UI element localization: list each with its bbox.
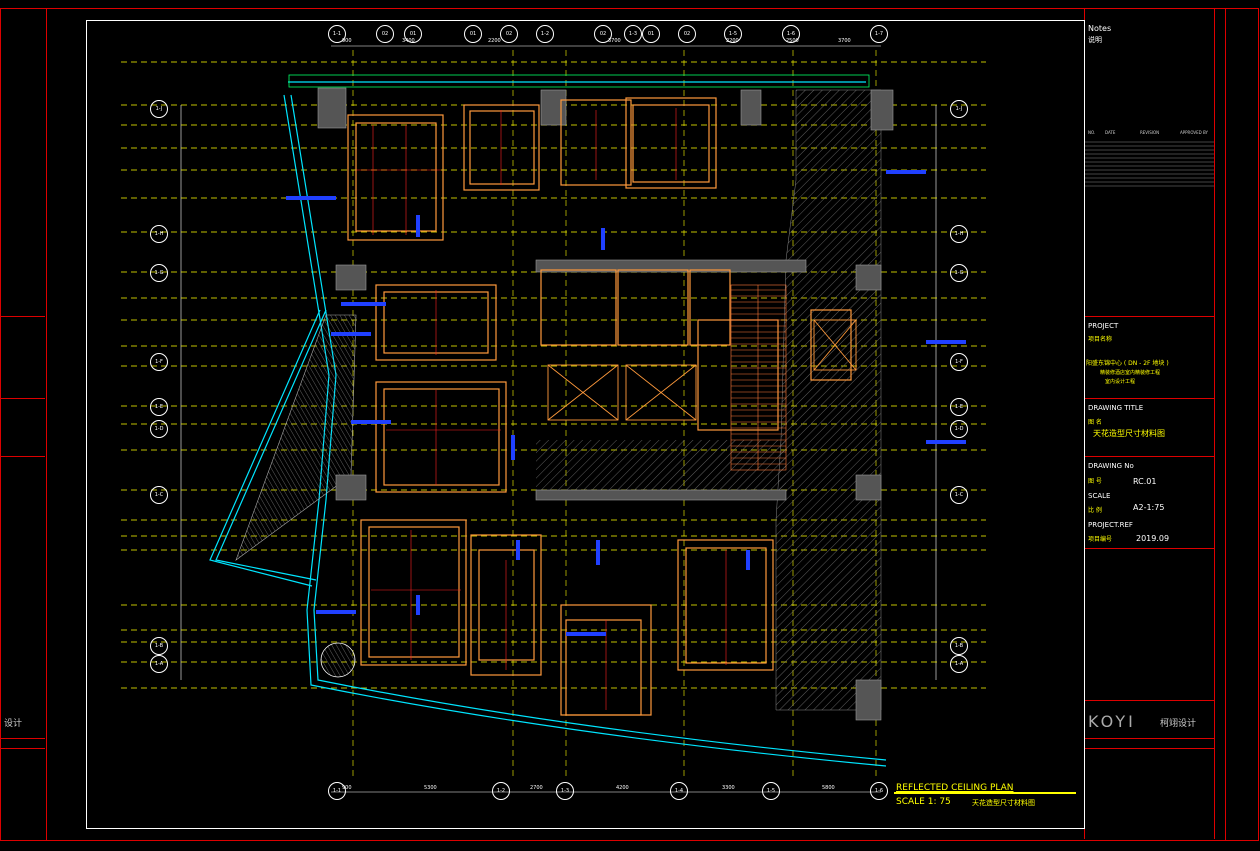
project-name-3: 室内设计工程 <box>1105 379 1136 385</box>
axis-bubble[interactable]: 1-1 <box>328 25 346 43</box>
axis-bubble[interactable]: 02 <box>594 25 612 43</box>
plan-title: REFLECTED CEILING PLAN <box>896 783 1014 793</box>
rev-col-revision: REVISION <box>1140 130 1160 135</box>
dim-text: 2500 <box>786 38 799 44</box>
dim-text: 3700 <box>838 38 851 44</box>
dim-text: 2200 <box>726 38 739 44</box>
right-margin-border <box>1225 8 1259 841</box>
axis-bubble[interactable]: 1-3 <box>624 25 642 43</box>
axis-bubble[interactable]: 1-2 <box>536 25 554 43</box>
scale-label: SCALE <box>1088 492 1111 500</box>
axis-bubble[interactable]: 1-C <box>950 486 968 504</box>
axis-bubble[interactable]: 1-B <box>150 637 168 655</box>
axis-bubble[interactable]: 1-A <box>150 655 168 673</box>
top-dimensions: 900 3400 2200 3700 2200 2500 3700 <box>86 38 1085 48</box>
dim-text: 5800 <box>822 785 835 791</box>
axis-bubble[interactable]: 1-6 <box>782 25 800 43</box>
axis-bubble[interactable]: 02 <box>678 25 696 43</box>
project-name-1: 阳盛东锦中心 ( DN - 2F 地块 ) <box>1086 360 1169 367</box>
rev-col-date: DATE <box>1105 130 1116 135</box>
axis-bubble[interactable]: 1-C <box>150 486 168 504</box>
bottom-dimensions: 900 5300 2700 4200 3300 5800 <box>86 785 1085 795</box>
dim-text: 2200 <box>488 38 501 44</box>
dim-text: 3300 <box>722 785 735 791</box>
dim-text: 3400 <box>402 38 415 44</box>
scale-label-cn: 比 例 <box>1088 507 1102 514</box>
axis-bubble[interactable]: 1-J <box>950 100 968 118</box>
dim-text: 900 <box>342 785 352 791</box>
axis-bubble[interactable]: 02 <box>500 25 518 43</box>
axis-bubble[interactable]: 1-F <box>150 353 168 371</box>
axis-bubble[interactable]: 1-D <box>150 420 168 438</box>
axis-bubble[interactable]: 1-2 <box>492 782 510 800</box>
drawing-title-label: DRAWING TITLE <box>1088 404 1144 412</box>
axis-bubble[interactable]: 1-E <box>950 398 968 416</box>
axis-bubble[interactable]: 1-F <box>950 353 968 371</box>
axis-bubble[interactable]: 1-B <box>950 637 968 655</box>
axis-bubble[interactable]: 1-G <box>150 264 168 282</box>
drawing-title-label-cn: 图 名 <box>1088 419 1102 426</box>
dim-text: 2700 <box>530 785 543 791</box>
left-axis-labels: 1-J 1-H 1-G 1-F 1-E 1-D 1-C 1-B 1-A <box>150 0 170 851</box>
axis-bubble[interactable]: 1-1 <box>328 782 346 800</box>
drawing-no-value: RC.01 <box>1133 477 1157 486</box>
dim-text: 4200 <box>616 785 629 791</box>
axis-bubble[interactable]: 1-H <box>150 225 168 243</box>
plan-scale: SCALE 1: 75 <box>896 797 951 807</box>
axis-bubble[interactable]: 1-D <box>950 420 968 438</box>
drawing-title-value: 天花造型尺寸材料图 <box>1093 429 1165 438</box>
axis-bubble[interactable]: 01 <box>404 25 422 43</box>
axis-bubble[interactable]: 1-7 <box>870 25 888 43</box>
axis-bubble[interactable]: 1-3 <box>556 782 574 800</box>
axis-bubble[interactable]: 1-J <box>150 100 168 118</box>
axis-bubble[interactable]: 1-5 <box>762 782 780 800</box>
dim-text: 900 <box>342 38 352 44</box>
drawing-no-label: DRAWING No <box>1088 462 1134 470</box>
rev-col-no: NO. <box>1088 130 1096 135</box>
outer-border <box>0 8 47 841</box>
axis-bubble[interactable]: 1-5 <box>724 25 742 43</box>
axis-bubble[interactable]: 1-H <box>950 225 968 243</box>
axis-bubble[interactable]: 1-G <box>950 264 968 282</box>
drawing-viewport[interactable] <box>86 20 1085 829</box>
project-label-cn: 项目名称 <box>1088 336 1113 343</box>
revision-table-rows <box>1085 141 1214 187</box>
bottom-axis-labels: 1-1 1-2 1-3 1-4 1-5 1-6 <box>86 782 1085 822</box>
right-axis-labels: 1-J 1-H 1-G 1-F 1-E 1-D 1-C 1-B 1-A <box>950 0 970 851</box>
project-name-2: 精装修酒店室内精装修工程 <box>1100 370 1161 376</box>
axis-bubble[interactable]: 01 <box>464 25 482 43</box>
reflected-ceiling-plan[interactable] <box>86 20 1085 829</box>
axis-bubble[interactable]: 01 <box>642 25 660 43</box>
plan-title-cn: 天花造型尺寸材料图 <box>972 799 1035 807</box>
axis-bubble[interactable]: 1-4 <box>670 782 688 800</box>
top-axis-labels: 1-1 02 01 01 02 1-2 02 1-3 01 02 1-5 1-6… <box>86 20 1085 60</box>
brand-logo: KOYI <box>1088 712 1136 731</box>
dim-text: 3700 <box>608 38 621 44</box>
axis-bubble[interactable]: 02 <box>376 25 394 43</box>
drawing-no-label-cn: 图 号 <box>1088 478 1102 485</box>
project-label: PROJECT <box>1088 322 1119 330</box>
project-ref-label: PROJECT.REF <box>1088 521 1133 529</box>
notes-sub: 说明 <box>1088 36 1102 44</box>
axis-bubble[interactable]: 1-A <box>950 655 968 673</box>
sheet-border <box>45 8 1226 841</box>
project-ref-value: 2019.09 <box>1136 534 1170 543</box>
scale-value: A2-1:75 <box>1133 503 1165 512</box>
dim-text: 5300 <box>424 785 437 791</box>
project-ref-label-cn: 项目编号 <box>1088 536 1113 543</box>
axis-bubble[interactable]: 1-6 <box>870 782 888 800</box>
rev-col-approved: APPROVED BY <box>1180 130 1209 135</box>
notes-heading: Notes <box>1088 24 1112 33</box>
left-panel-footer: 设计 <box>4 719 23 729</box>
axis-bubble[interactable]: 1-E <box>150 398 168 416</box>
brand-logo-cn: 柯翊设计 <box>1160 719 1197 729</box>
